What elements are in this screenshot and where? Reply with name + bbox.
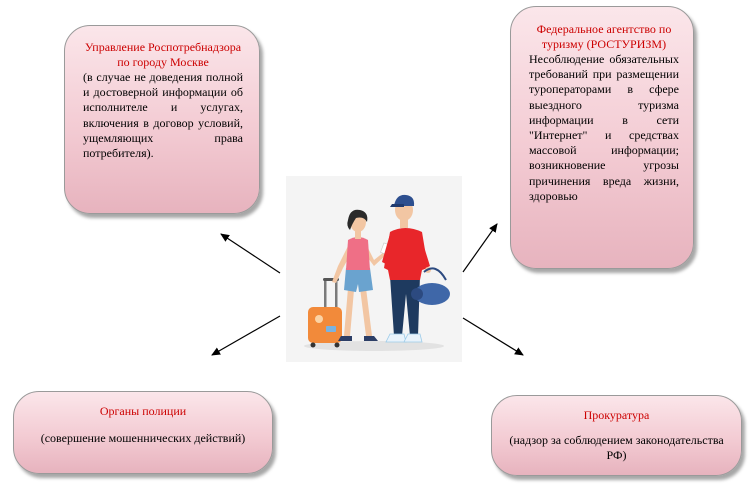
prosecutor-box: Прокуратура (надзор за соблюдением закон… [491,395,742,476]
suitcase-sticker-2 [326,326,336,332]
woman-leg-right [360,288,372,336]
suitcase-icon [308,278,342,348]
man-shirt [384,228,428,280]
arrow-to-rospotrebnadzor [220,233,281,274]
suitcase-body [308,307,342,343]
rosturizm-title: Федеральное агентство по туризму (РОСТУР… [536,22,672,51]
man-shoe-right [403,333,423,343]
suitcase-handle-right [335,280,338,310]
suitcase-wheel-left [310,342,316,348]
arrow-to-prosecutor [462,317,524,356]
woman-shoe-left [338,336,352,341]
man-figure [382,194,450,343]
woman-hair [347,209,368,230]
rospotrebnadzor-box: Управление Роспотребнадзора по городу Мо… [64,25,260,214]
bag-end [411,288,423,300]
suitcase-handle-left [324,280,327,310]
prosecutor-title: Прокуратура [583,408,650,422]
arrow-to-police [211,315,281,356]
rospotrebnadzor-title: Управление Роспотребнадзора по городу Мо… [84,40,242,69]
woman-neck [355,231,361,239]
man-shoe-left [385,333,407,343]
woman-top [346,237,370,270]
man-arm-left [382,234,394,264]
suitcase-sticker-1 [315,315,323,323]
rospotrebnadzor-text: (в случае не доведения полной и достовер… [83,70,243,161]
suitcase-wheel-right [334,342,340,348]
travelers-couple-image [304,194,450,351]
bag-strap [423,267,447,281]
man-neck [400,218,408,228]
prosecutor-text: (надзор за соблюдением законодательства … [509,433,724,463]
travelers-illustration [286,176,462,362]
man-pants [390,276,420,336]
man-arm-right [418,234,430,268]
police-title: Органы полиции [99,404,187,418]
rosturizm-text: Несоблюдение обязательных требований при… [529,52,679,203]
woman-shoe-right [364,336,378,341]
police-box: Органы полиции (совершение мошеннических… [13,391,273,474]
man-cap [394,194,415,206]
arrow-to-rosturizm [462,223,498,273]
duffel-bag-icon [414,283,450,305]
woman-shorts [344,268,373,292]
cap-brim [390,204,404,207]
police-text: (совершение мошеннических действий) [40,431,246,445]
rosturizm-box: Федеральное агентство по туризму (РОСТУР… [510,6,694,269]
woman-leg-left [344,288,354,336]
